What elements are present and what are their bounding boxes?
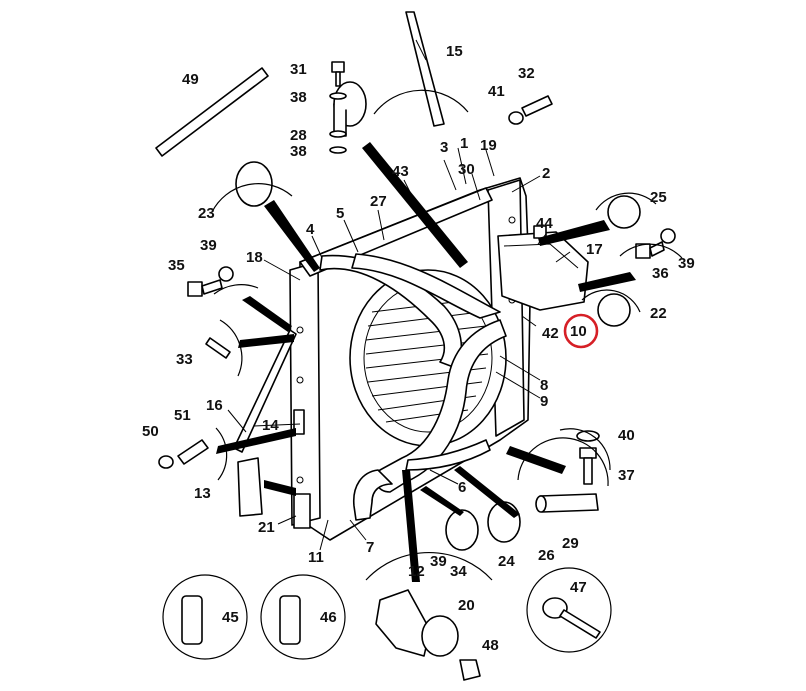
callout-39-left: 39 bbox=[200, 237, 217, 254]
callout-24: 24 bbox=[498, 553, 515, 570]
overflow-tank bbox=[497, 225, 589, 311]
screw-37 bbox=[576, 430, 600, 485]
callout-16: 16 bbox=[206, 397, 223, 414]
block-13 bbox=[237, 457, 263, 517]
callout-11: 11 bbox=[308, 549, 324, 566]
callout-39-bottom: 39 bbox=[430, 553, 447, 570]
callout-50: 50 bbox=[142, 423, 159, 440]
callout-22: 22 bbox=[650, 305, 667, 322]
callout-14: 14 bbox=[262, 417, 279, 434]
spring-45 bbox=[162, 574, 248, 660]
bolt-stack bbox=[329, 61, 347, 154]
callout-36: 36 bbox=[652, 265, 669, 282]
callout-1: 1 bbox=[460, 135, 468, 152]
callout-3: 3 bbox=[440, 139, 448, 156]
callout-42: 42 bbox=[542, 325, 559, 342]
callout-48: 48 bbox=[482, 637, 499, 654]
callout-13: 13 bbox=[194, 485, 211, 502]
spring-46 bbox=[260, 574, 346, 660]
callout-19: 19 bbox=[480, 137, 497, 154]
callout-45: 45 bbox=[222, 609, 239, 626]
callout-29: 29 bbox=[562, 535, 579, 552]
hose-upper bbox=[319, 253, 501, 369]
pipe-29 bbox=[535, 493, 599, 513]
detail-arcs bbox=[211, 89, 683, 581]
cable-tie bbox=[526, 567, 612, 653]
callout-20: 20 bbox=[458, 597, 475, 614]
bolt-51 bbox=[158, 439, 209, 469]
callout-51: 51 bbox=[174, 407, 191, 424]
callout-28: 28 bbox=[290, 127, 307, 144]
callout-33: 33 bbox=[176, 351, 193, 368]
callout-38-upper: 38 bbox=[290, 89, 307, 106]
callout-46: 46 bbox=[320, 609, 337, 626]
strap-16 bbox=[233, 329, 297, 453]
callout-7: 7 bbox=[366, 539, 374, 556]
callout-43: 43 bbox=[392, 163, 409, 180]
p-clip bbox=[333, 81, 367, 137]
callout-47: 47 bbox=[570, 579, 587, 596]
callout-49: 49 bbox=[182, 71, 199, 88]
bolt-35 bbox=[187, 266, 234, 297]
callout-9: 9 bbox=[540, 393, 548, 410]
stay-bar bbox=[155, 67, 269, 157]
callout-27: 27 bbox=[370, 193, 387, 210]
callout-6: 6 bbox=[458, 479, 466, 496]
callout-12: 12 bbox=[408, 563, 425, 580]
callout-26: 26 bbox=[538, 547, 555, 564]
callout-32: 32 bbox=[518, 65, 535, 82]
leader-lines bbox=[227, 39, 571, 551]
callout-2: 2 bbox=[542, 165, 550, 182]
upper-bracket bbox=[405, 11, 445, 127]
callout-34: 34 bbox=[450, 563, 467, 580]
hose-lower bbox=[353, 319, 507, 521]
callout-44: 44 bbox=[536, 215, 553, 232]
bolt-36 bbox=[635, 228, 676, 259]
callout-23: 23 bbox=[198, 205, 215, 222]
callout-10: 10 bbox=[570, 323, 587, 340]
callout-5: 5 bbox=[336, 205, 344, 222]
callout-25: 25 bbox=[650, 189, 667, 206]
callout-21: 21 bbox=[258, 519, 275, 536]
callout-15: 15 bbox=[446, 43, 463, 60]
callout-labels: 1 2 3 4 5 6 7 8 9 10 11 12 13 14 15 16 1… bbox=[142, 43, 695, 654]
callout-31: 31 bbox=[290, 61, 307, 78]
callout-37: 37 bbox=[618, 467, 635, 484]
callout-17: 17 bbox=[586, 241, 603, 258]
callout-18: 18 bbox=[246, 249, 263, 266]
screw-33 bbox=[205, 337, 231, 359]
callout-40: 40 bbox=[618, 427, 635, 444]
bracket-21 bbox=[293, 493, 311, 529]
callout-30: 30 bbox=[458, 161, 475, 178]
highlight-circle bbox=[563, 313, 599, 349]
bolt-32 bbox=[508, 95, 553, 125]
callout-38-lower: 38 bbox=[290, 143, 307, 160]
callout-41: 41 bbox=[488, 83, 505, 100]
pointer-wedges bbox=[216, 142, 636, 582]
callout-35: 35 bbox=[168, 257, 185, 274]
side-member-14 bbox=[293, 409, 305, 435]
mounting-bracket bbox=[375, 589, 481, 681]
callout-4: 4 bbox=[306, 221, 315, 238]
callout-39-right: 39 bbox=[678, 255, 695, 272]
callout-8: 8 bbox=[540, 377, 548, 394]
